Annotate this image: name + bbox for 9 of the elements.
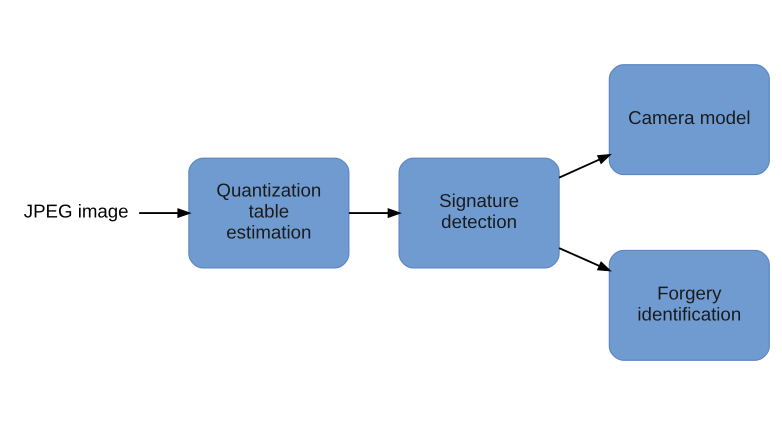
arrow	[138, 208, 192, 218]
arrow	[558, 154, 612, 178]
arrow	[348, 208, 402, 218]
node-text: JPEG image	[23, 200, 128, 222]
node-box: Quantization table estimation	[188, 158, 349, 269]
arrow	[558, 247, 612, 272]
node-box: Signature detection	[398, 158, 560, 269]
node-box: Forgery identification	[608, 250, 770, 361]
node-box: Camera model	[608, 64, 770, 176]
